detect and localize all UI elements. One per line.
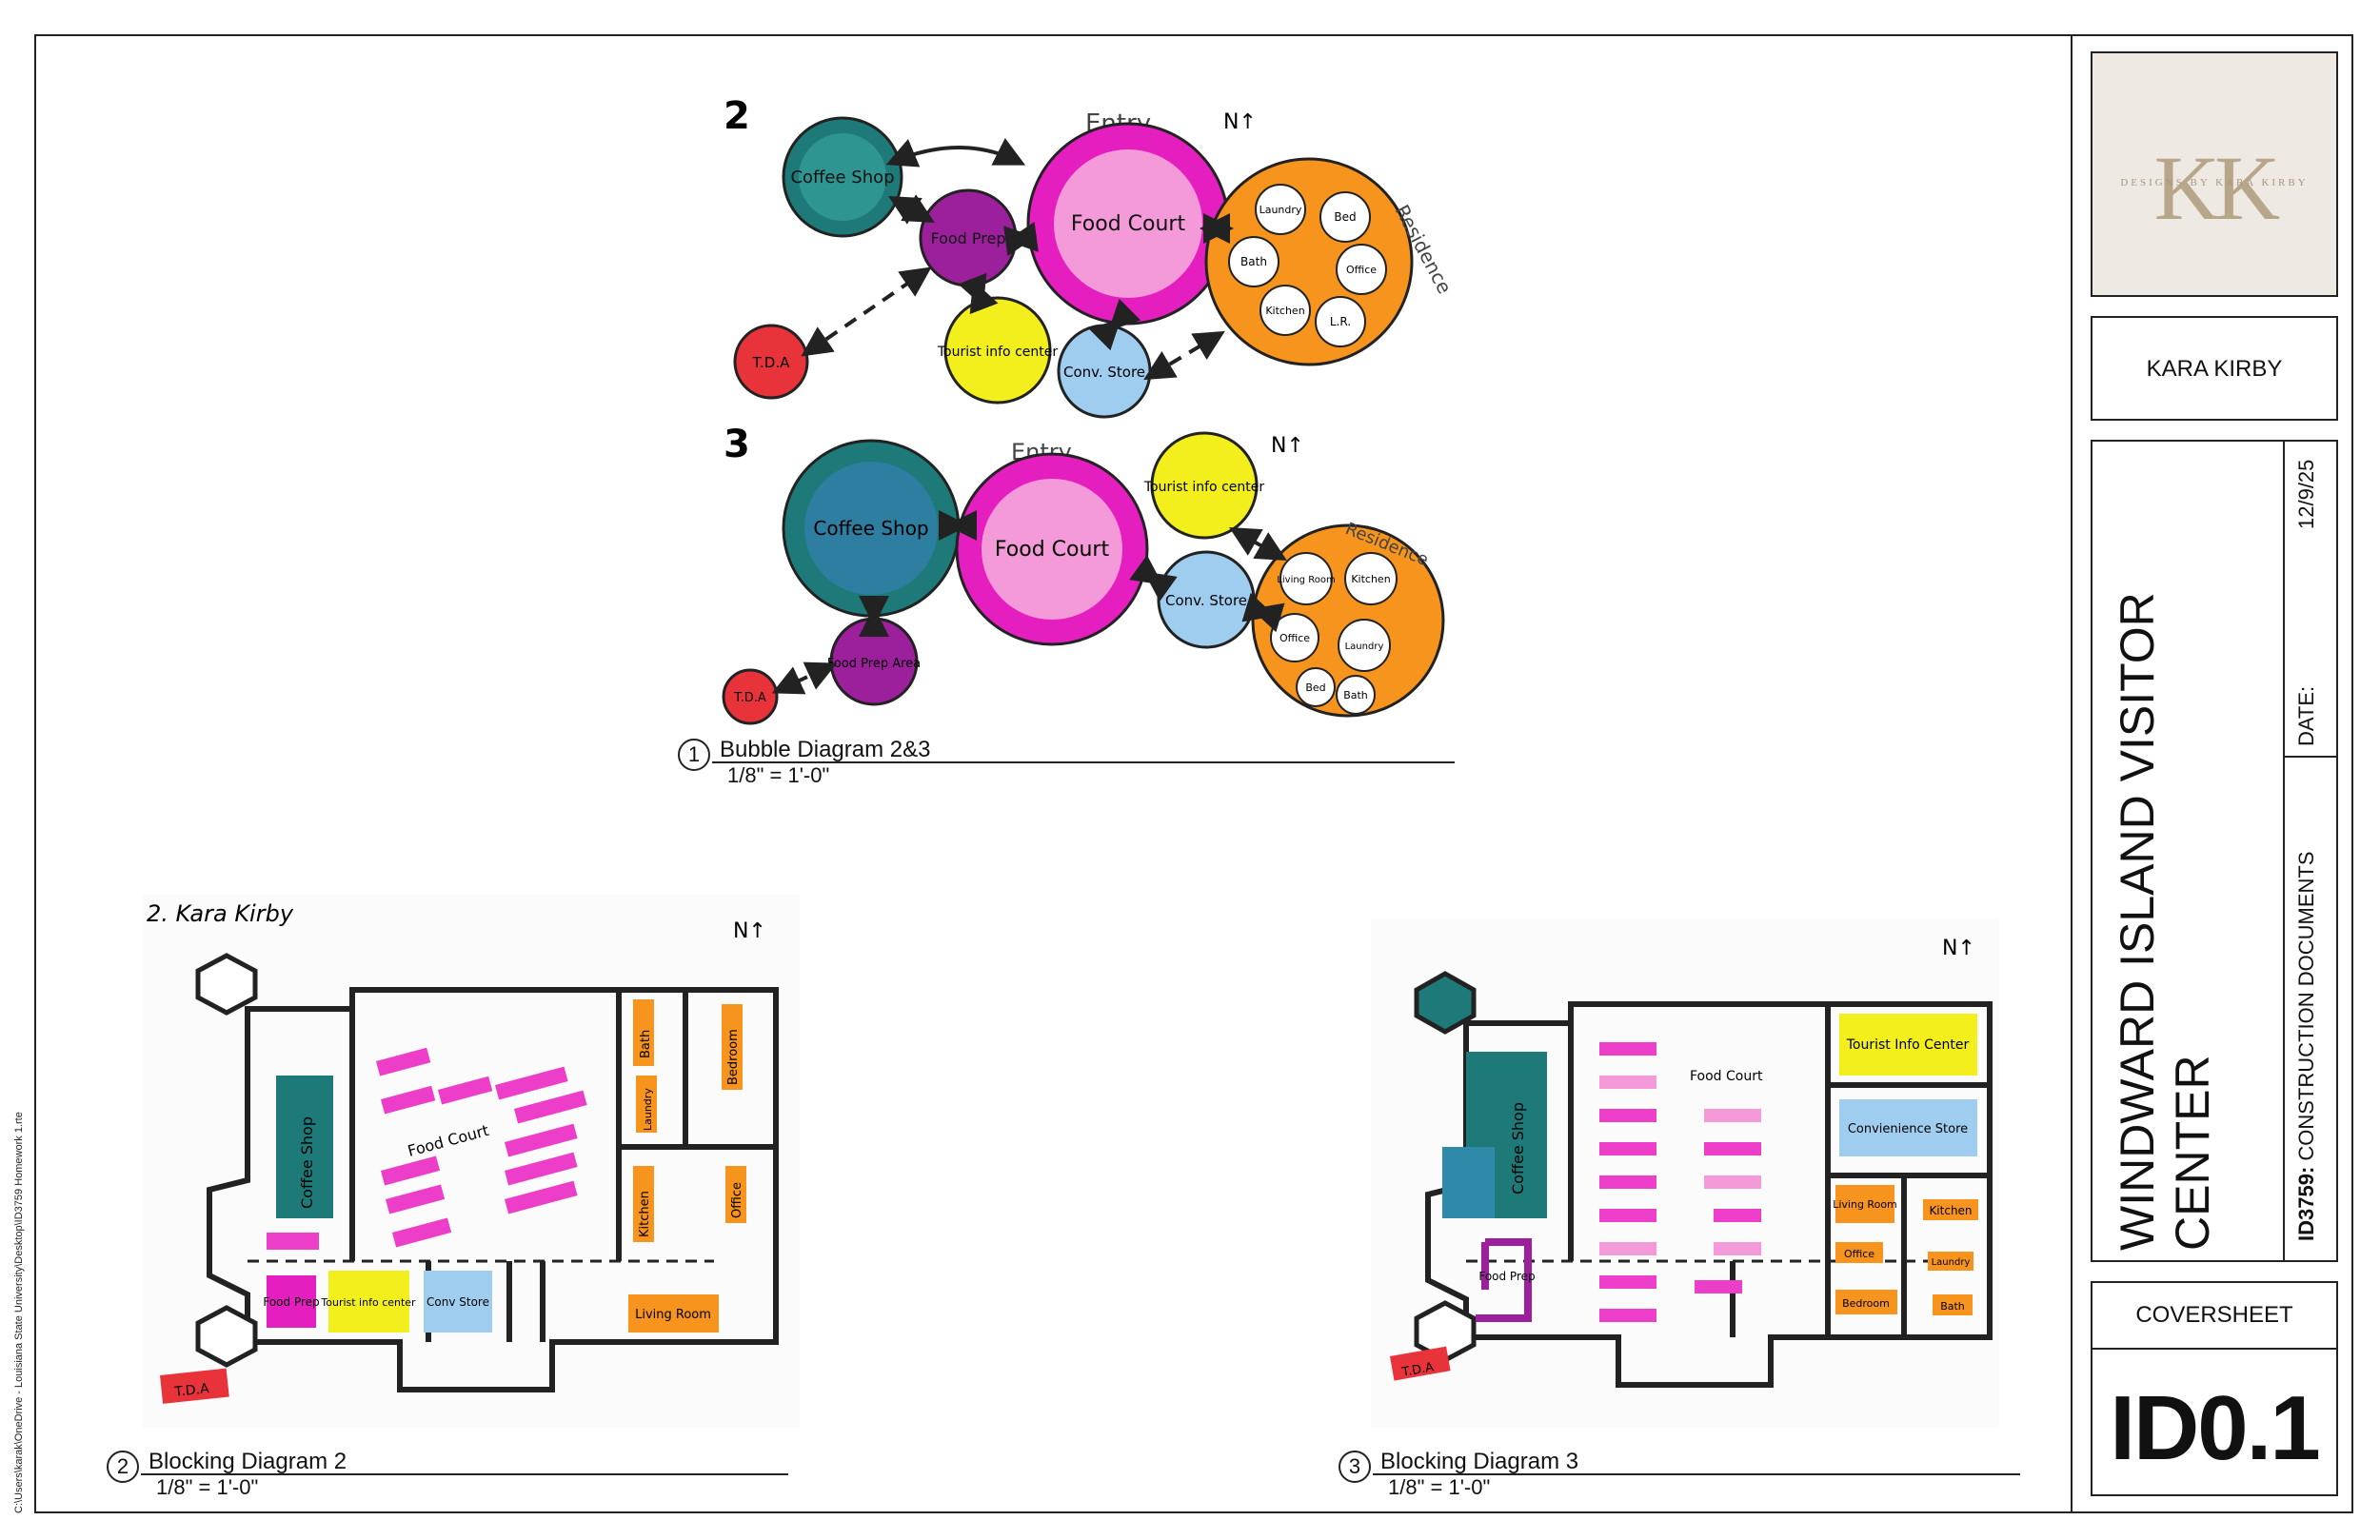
blocking-diagram-3: N↑ Coffee Shop Food Court Tourist Info C… <box>1371 918 1999 1428</box>
block3-foodcourt-label: Food Court <box>1690 1069 1763 1084</box>
bubble2-room-5-label: Kitchen <box>1265 305 1304 317</box>
bubble3-north: N↑ <box>1271 434 1304 458</box>
logo-tagline: DESIGNS BY KARA KIRBY <box>2092 177 2336 188</box>
bubble3-tda-label: T.D.A <box>733 691 766 705</box>
block2-tourist-label: Tourist info center <box>320 1296 416 1309</box>
block2-tower-bottom <box>198 1308 255 1365</box>
bubble-diagram: 2 Entry N↑ Coffee Shop Food Prep Food Co… <box>704 86 1457 733</box>
block2-office-label: Office <box>730 1182 744 1218</box>
block3-coffee-label: Coffee Shop <box>1509 1102 1527 1194</box>
bubble3-room-4-label: Laundry <box>1345 642 1384 652</box>
bubble3-foodprep-label: Food Prep Area <box>827 657 921 671</box>
block3-bath-label: Bath <box>1940 1300 1965 1313</box>
sheet-number-box: ID0.1 <box>2091 1348 2338 1496</box>
bubble2-foodprep-label: Food Prep <box>930 229 1005 247</box>
date-label: DATE: <box>2294 686 2319 746</box>
bubble3-room-6-label: Bath <box>1343 689 1368 701</box>
bubble2-coffee-label: Coffee Shop <box>790 168 894 188</box>
project-box: WINDWARD ISLAND VISITOR CENTER ID3759: C… <box>2091 440 2338 1262</box>
drawing-scale-3: 1/8" = 1'-0" <box>1388 1475 1490 1500</box>
block3-laundry-label: Laundry <box>1932 1257 1971 1268</box>
course-code: ID3759: <box>2294 1167 2318 1241</box>
bubble3-room-2-label: Kitchen <box>1351 573 1390 585</box>
block3-bedroom-label: Bedroom <box>1842 1297 1890 1310</box>
block3-tower-top <box>1417 974 1474 1032</box>
block2-tower-top <box>198 956 255 1013</box>
block2-laundry-label: Laundry <box>642 1088 654 1131</box>
bubble2-foodcourt-label: Food Court <box>1071 212 1186 236</box>
project-phase: ID3759: CONSTRUCTION DOCUMENTS <box>2294 851 2319 1241</box>
block2-header: 2. Kara Kirby <box>147 900 294 927</box>
drawing-scale-2: 1/8" = 1'-0" <box>156 1475 258 1500</box>
bubble2-north: N↑ <box>1223 110 1257 134</box>
bubble3-foodcourt-label: Food Court <box>995 538 1110 562</box>
date-divider <box>2285 756 2338 758</box>
blocking-diagram-2: 2. Kara Kirby N↑ Coffee Shop Food Court … <box>143 895 800 1428</box>
block3-kitchen-label: Kitchen <box>1929 1204 1972 1217</box>
drawing-scale-1: 1/8" = 1'-0" <box>727 763 829 788</box>
drawing-number-2: 2 <box>107 1451 139 1483</box>
designer-name: KARA KIRBY <box>2092 356 2336 383</box>
block3-foodprep-label: Food Prep <box>1478 1270 1535 1283</box>
block3-office-label: Office <box>1844 1248 1874 1260</box>
project-title: WINDWARD ISLAND VISITOR CENTER <box>2110 470 2220 1251</box>
block2-conv-label: Conv Store <box>426 1295 489 1309</box>
designer-box: KARA KIRBY <box>2091 316 2338 421</box>
bubble3-tourist-label: Tourist info center <box>1143 480 1264 495</box>
bubble3-conv-label: Conv. Store <box>1165 592 1247 609</box>
bubble2-conv-label: Conv. Store <box>1063 364 1145 381</box>
block3-conv-label: Convienience Store <box>1848 1122 1968 1136</box>
block3-tourist-label: Tourist Info Center <box>1846 1037 1970 1053</box>
bubble2-tda-label: T.D.A <box>752 354 790 371</box>
drawing-number-1: 1 <box>678 739 710 771</box>
file-path-text: C:\Users\karak\OneDrive - Louisiana Stat… <box>13 1112 25 1513</box>
drawing-title-3: Blocking Diagram 3 <box>1380 1449 1578 1475</box>
sheet-name: COVERSHEET <box>2092 1302 2336 1329</box>
block3-living-label: Living Room <box>1833 1198 1897 1211</box>
date-value: 12/9/25 <box>2294 460 2319 529</box>
bubble2-room-6-label: L.R. <box>1330 315 1351 328</box>
bubble2-room-2-label: Bed <box>1334 210 1356 224</box>
block2-north: N↑ <box>733 919 766 943</box>
block3-north: N↑ <box>1942 937 1975 960</box>
block2-foodprep-label: Food Prep <box>263 1295 319 1309</box>
block2-kitchen-label: Kitchen <box>638 1191 652 1237</box>
block2-bedroom-label: Bedroom <box>726 1029 741 1085</box>
bubble3-room-5-label: Bed <box>1305 681 1325 694</box>
bubble3-label: 3 <box>724 423 750 466</box>
bubble2-room-1-label: Laundry <box>1259 204 1302 216</box>
bubble3-coffee-label: Coffee Shop <box>813 517 928 540</box>
drawing-title-1: Bubble Diagram 2&3 <box>720 737 930 763</box>
bubble3-room-1-label: Living Room <box>1277 575 1335 585</box>
project-divider <box>2283 442 2285 1260</box>
sheet-number: ID0.1 <box>2092 1376 2336 1481</box>
drawing-title-2: Blocking Diagram 2 <box>149 1449 347 1475</box>
bubble2-tourist-label: Tourist info center <box>937 345 1058 360</box>
bubble3-room-3-label: Office <box>1279 632 1310 644</box>
drawing-number-3: 3 <box>1339 1451 1371 1483</box>
bubble2-room-3-label: Bath <box>1240 255 1267 268</box>
sheet-name-box: COVERSHEET <box>2091 1281 2338 1350</box>
bubble2-label: 2 <box>724 94 750 138</box>
bubble2-room-4-label: Office <box>1346 264 1377 276</box>
logo: KK DESIGNS BY KARA KIRBY <box>2091 51 2338 297</box>
block2-bath-label: Bath <box>639 1030 653 1058</box>
block3-coffee-seating <box>1442 1147 1495 1218</box>
block2-coffee-label: Coffee Shop <box>298 1116 316 1209</box>
phase-text: CONSTRUCTION DOCUMENTS <box>2294 851 2318 1160</box>
block2-living-label: Living Room <box>635 1308 711 1322</box>
